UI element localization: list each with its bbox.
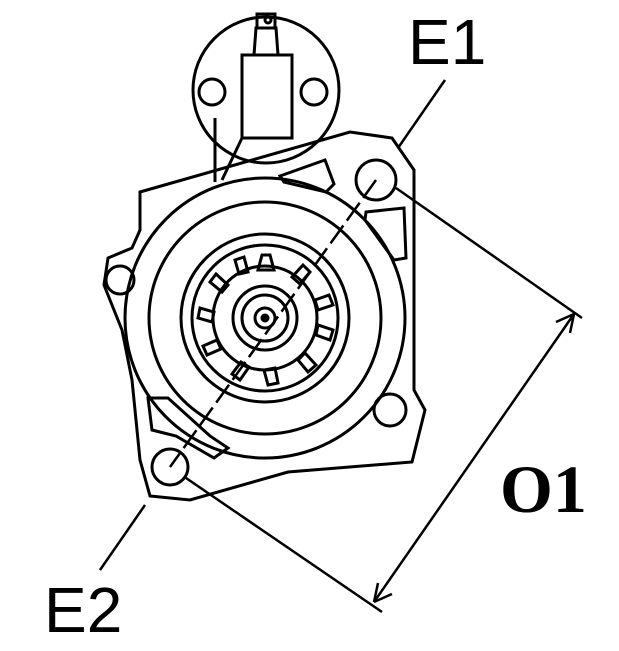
e2-leader-line: [98, 504, 147, 571]
e1-leader-line: [396, 79, 447, 149]
housing-rings: [123, 176, 407, 460]
label-e2: E2: [44, 574, 123, 646]
extension-line-bottom: [185, 476, 383, 614]
label-o1: O1: [500, 451, 587, 527]
extension-line-top: [395, 186, 583, 320]
mounting-flange: [102, 130, 427, 502]
pinion-gear: [196, 253, 335, 387]
label-e1: E1: [408, 6, 487, 78]
o1-dimension-arrow: [372, 312, 576, 604]
hole-center-line: [168, 179, 378, 468]
